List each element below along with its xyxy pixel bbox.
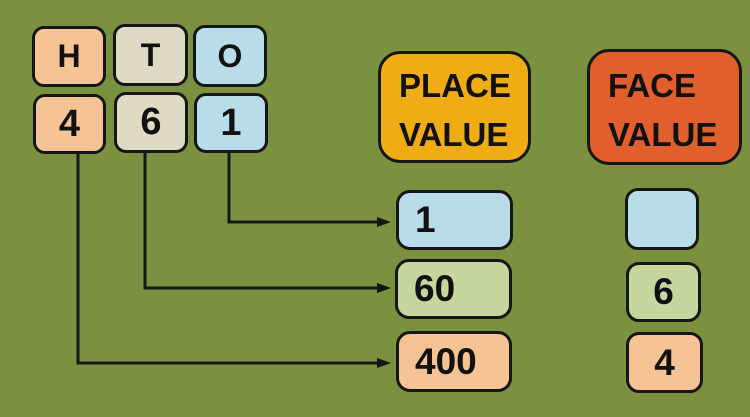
face-value-box-tens: 6 bbox=[626, 262, 701, 322]
place-value-header: PLACE VALUE bbox=[378, 51, 531, 163]
place-value-box-hundreds: 400 bbox=[396, 331, 512, 392]
column-label-box-hundreds: H bbox=[32, 26, 106, 87]
digit-box-hundreds: 4 bbox=[33, 94, 106, 154]
place-value-header-line1: PLACE bbox=[399, 67, 511, 104]
column-label-box-tens: T bbox=[113, 24, 188, 86]
face-value-box-hundreds: 4 bbox=[626, 332, 703, 393]
connector-arrow-ones bbox=[227, 151, 391, 227]
face-value-header-line2: VALUE bbox=[608, 116, 718, 153]
place-value-box-ones: 1 bbox=[396, 190, 513, 250]
face-value-header-line1: FACE bbox=[608, 67, 697, 104]
digit-box-tens: 6 bbox=[114, 92, 188, 153]
face-value-header: FACE VALUE bbox=[587, 49, 742, 165]
place-value-box-tens: 60 bbox=[395, 259, 512, 319]
face-value-box-ones bbox=[625, 188, 699, 250]
connector-arrow-tens bbox=[143, 151, 391, 293]
place-value-header-line2: VALUE bbox=[399, 116, 509, 153]
connector-arrow-hundreds bbox=[76, 151, 391, 368]
digit-box-ones: 1 bbox=[194, 93, 268, 153]
column-label-box-ones: O bbox=[193, 25, 267, 87]
